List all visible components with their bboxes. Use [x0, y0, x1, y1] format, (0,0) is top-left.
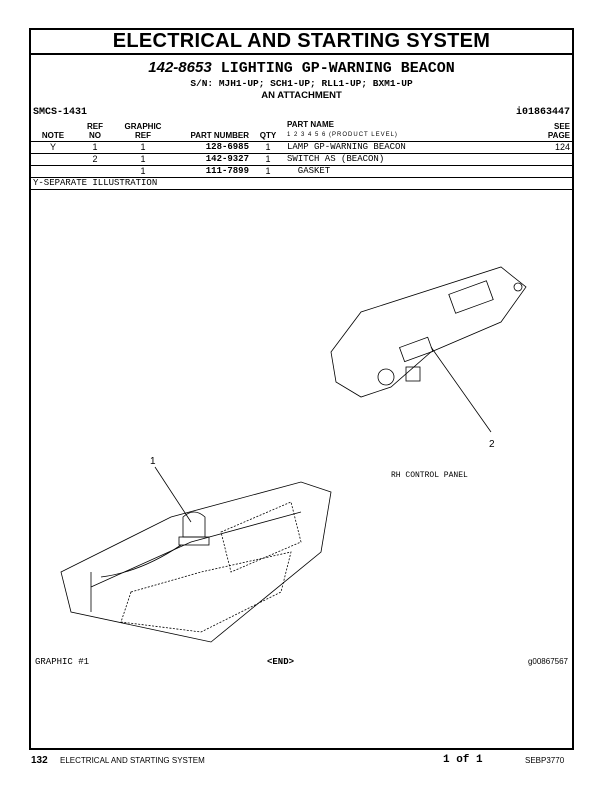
- header-product-level: 1 2 3 4 5 6 (PRODUCT LEVEL): [287, 132, 398, 138]
- cab-roof-drawing: [60, 481, 332, 643]
- header-part-name: PART NAME 1 2 3 4 5 6 (PRODUCT LEVEL): [285, 120, 532, 142]
- header-no: NO: [89, 131, 101, 140]
- callout-2: 2: [489, 439, 495, 450]
- cell-part-name: SWITCH AS (BEACON): [285, 153, 532, 166]
- graphic-id: g00867567: [527, 657, 568, 666]
- footer-page-number: 132: [31, 755, 48, 766]
- table-row: 2 1 142-9327 1 SWITCH AS (BEACON): [31, 153, 572, 166]
- cell-part-name: GASKET: [285, 165, 532, 178]
- cell-ref-no: 1: [75, 141, 115, 154]
- header-note: NOTE: [31, 120, 75, 142]
- control-panel-drawing: [330, 266, 527, 398]
- note-text: Y-SEPARATE ILLUSTRATION: [31, 177, 572, 190]
- header-page: PAGE: [547, 131, 570, 140]
- page-frame: ELECTRICAL AND STARTING SYSTEM 142-8653 …: [29, 28, 574, 750]
- panel-label: RH CONTROL PANEL: [391, 471, 468, 480]
- header-see: SEE: [553, 122, 570, 131]
- leader-line-2: [430, 346, 492, 433]
- cell-part-number[interactable]: 142-9327: [171, 153, 251, 166]
- cell-note: [31, 153, 75, 166]
- callout-1: 1: [150, 456, 156, 467]
- info-id: i01863447: [515, 107, 570, 118]
- cell-part-name: LAMP GP-WARNING BEACON: [285, 141, 532, 154]
- cell-part-number[interactable]: 128-6985: [171, 141, 251, 154]
- graphic-label: GRAPHIC #1: [35, 657, 90, 667]
- cell-qty: 1: [251, 141, 285, 154]
- cell-ref-no: 2: [75, 153, 115, 166]
- note-row: Y-SEPARATE ILLUSTRATION: [31, 177, 572, 190]
- cell-see-page: [532, 153, 572, 166]
- cell-graphic-ref: 1: [115, 153, 171, 166]
- cell-note: [31, 165, 75, 178]
- section-title: ELECTRICAL AND STARTING SYSTEM: [31, 30, 572, 55]
- footer-section: ELECTRICAL AND STARTING SYSTEM: [60, 756, 205, 765]
- cell-part-number[interactable]: 111-7899: [171, 165, 251, 178]
- table-row: Y 1 1 128-6985 1 LAMP GP-WARNING BEACON …: [31, 141, 572, 154]
- smcs-code: SMCS-1431: [33, 107, 88, 118]
- cell-note: Y: [31, 141, 75, 154]
- header-ref: REF: [87, 122, 103, 131]
- end-label: <END>: [267, 657, 295, 667]
- footer-doc-number: SEBP3770: [525, 756, 565, 765]
- table-row: 1 111-7899 1 GASKET: [31, 165, 572, 178]
- group-number: 142-8653: [148, 59, 212, 76]
- group-heading: 142-8653 LIGHTING GP-WARNING BEACON: [31, 59, 572, 77]
- group-name: LIGHTING GP-WARNING BEACON: [220, 60, 455, 77]
- cell-see-page[interactable]: 124: [532, 141, 572, 154]
- header-part-number: PART NUMBER: [171, 120, 251, 142]
- serial-numbers: S/N: MJH1-UP; SCH1-UP; RLL1-UP; BXM1-UP: [190, 78, 413, 89]
- footer-page-count: 1 of 1: [443, 754, 483, 766]
- header-ref2: REF: [135, 131, 151, 140]
- header-part-name-label: PART NAME: [287, 120, 334, 129]
- cell-qty: 1: [251, 165, 285, 178]
- header-qty: QTY: [251, 120, 285, 142]
- beacon-drawing: [100, 511, 210, 578]
- cell-see-page: [532, 165, 572, 178]
- parts-illustration: 2 RH CONTROL PANEL 1: [60, 266, 527, 643]
- cell-graphic-ref: 1: [115, 165, 171, 178]
- header-graphic: GRAPHIC: [124, 122, 162, 131]
- cell-qty: 1: [251, 153, 285, 166]
- cell-graphic-ref: 1: [115, 141, 171, 154]
- group-subtitle: AN ATTACHMENT: [261, 90, 342, 101]
- leader-line-1: [154, 466, 192, 523]
- cell-ref-no: [75, 165, 115, 178]
